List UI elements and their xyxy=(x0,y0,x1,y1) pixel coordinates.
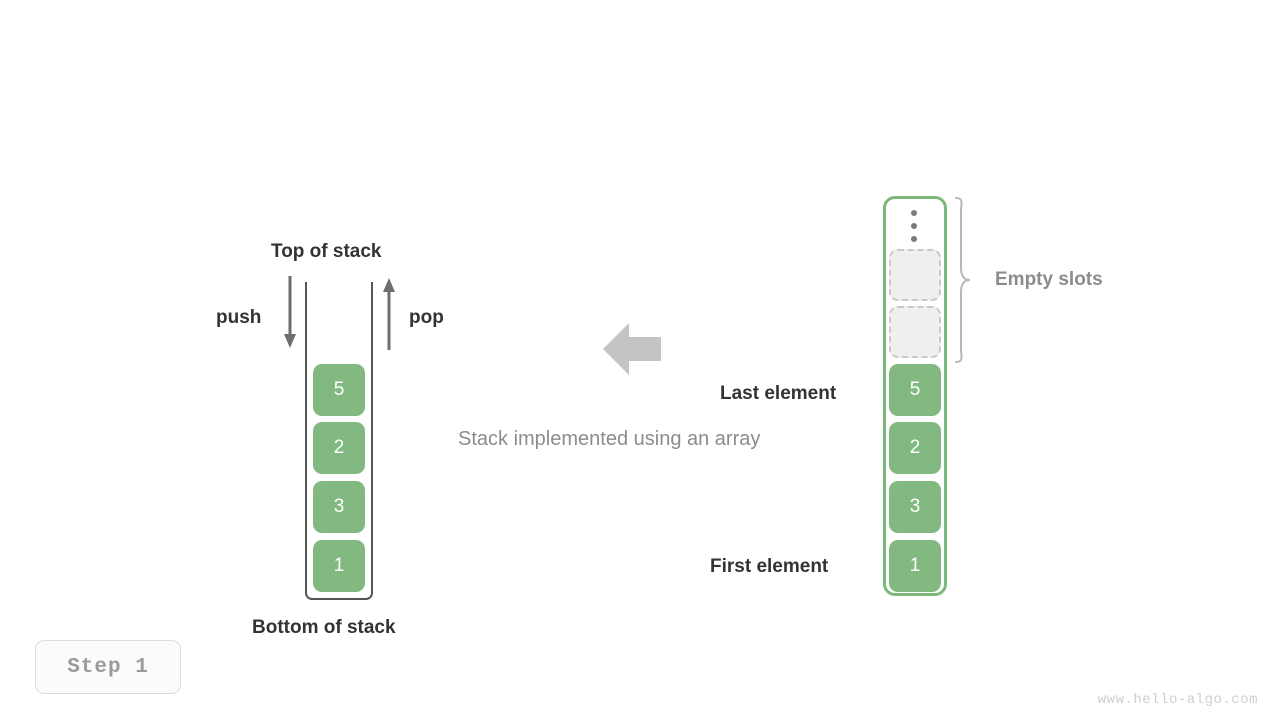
array-cell: 3 xyxy=(889,481,941,533)
stack-cell: 5 xyxy=(313,364,365,416)
last-element-label: Last element xyxy=(720,383,837,404)
bottom-of-stack-label: Bottom of stack xyxy=(252,617,396,638)
empty-slots-brace-icon xyxy=(955,197,971,363)
vertical-ellipsis-icon xyxy=(910,210,918,242)
array-cell: 2 xyxy=(889,422,941,474)
stack-cell: 1 xyxy=(313,540,365,592)
stack-container xyxy=(305,282,373,600)
empty-slot xyxy=(889,249,941,301)
pop-label: pop xyxy=(409,307,444,328)
array-cell: 5 xyxy=(889,364,941,416)
empty-slots-label: Empty slots xyxy=(995,269,1103,290)
watermark: www.hello-algo.com xyxy=(1097,692,1258,708)
ellipsis-dot xyxy=(911,223,917,229)
diagram-caption: Stack implemented using an array xyxy=(458,428,761,450)
first-element-label: First element xyxy=(710,556,829,577)
empty-slot xyxy=(889,306,941,358)
stack-cell: 2 xyxy=(313,422,365,474)
ellipsis-dot xyxy=(911,236,917,242)
step-badge: Step 1 xyxy=(35,640,181,694)
ellipsis-dot xyxy=(911,210,917,216)
pop-arrow-up-icon xyxy=(383,278,395,350)
push-arrow-down-icon xyxy=(284,276,296,348)
array-cell: 1 xyxy=(889,540,941,592)
top-of-stack-label: Top of stack xyxy=(271,241,382,262)
push-label: push xyxy=(216,307,262,328)
stack-cell: 3 xyxy=(313,481,365,533)
left-arrow-icon xyxy=(603,323,661,375)
